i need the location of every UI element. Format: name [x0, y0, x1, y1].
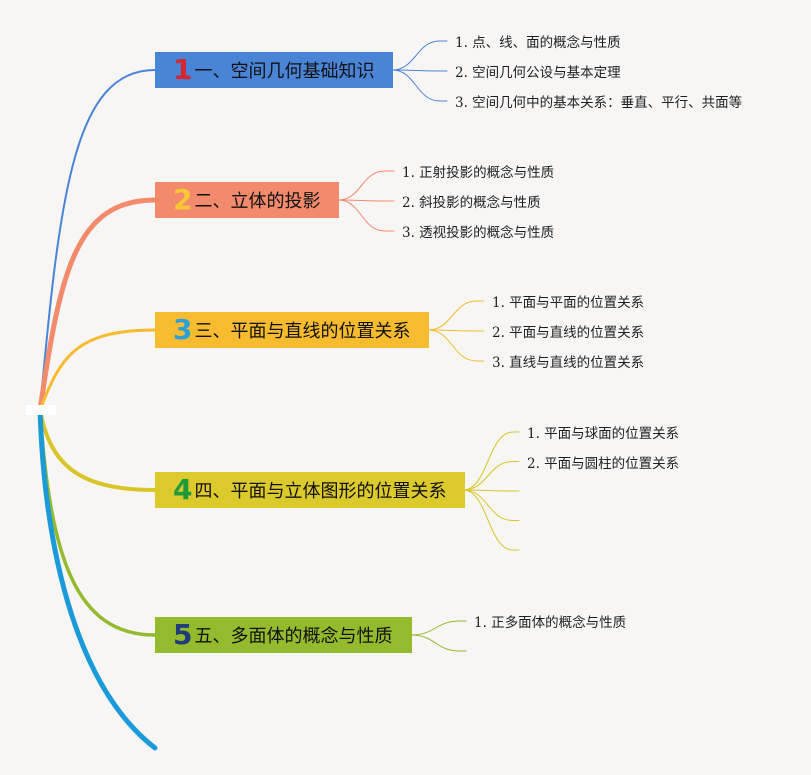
leaf-connector-2-1: [337, 170, 395, 201]
leaf-connector-5-2: [410, 634, 467, 652]
branch-label-2: 二、立体的投影: [194, 191, 321, 212]
leaf-connector-4-5: [462, 489, 520, 551]
leaf-3-2: 2. 平面与直线的位置关系: [492, 325, 645, 341]
branch-number-2: 2: [173, 183, 193, 216]
tail-curve: [37, 407, 158, 751]
branch-number-4: 4: [173, 473, 193, 506]
branch-label-5: 五、多面体的概念与性质: [194, 626, 393, 647]
leaf-3-3: 3. 直线与直线的位置关系: [492, 355, 645, 371]
leaf-2-1: 1. 正射投影的概念与性质: [402, 165, 555, 181]
leaf-connector-4-4: [462, 489, 520, 521]
leaf-connector-5-1: [410, 620, 467, 636]
branch-label-4: 四、平面与立体图形的位置关系: [194, 481, 447, 502]
leaf-connector-2-3: [337, 199, 395, 232]
branch-number-5: 5: [173, 618, 193, 651]
branch-curve-4: [38, 408, 157, 492]
leaf-connector-4-1: [462, 431, 520, 491]
branch-label-1: 一、空间几何基础知识: [194, 61, 375, 82]
branch-number-1: 1: [173, 53, 193, 86]
leaf-3-1: 1. 平面与平面的位置关系: [492, 295, 645, 311]
leaf-1-2: 2. 空间几何公设与基本定理: [455, 65, 621, 81]
branch-curve-2: [37, 197, 158, 413]
leaf-4-1: 1. 平面与球面的位置关系: [527, 426, 680, 442]
leaf-connector-3-3: [427, 329, 485, 362]
branch-curve-3: [38, 328, 157, 412]
leaf-connector-1-3: [391, 69, 448, 102]
branch-number-3: 3: [173, 313, 193, 346]
branch-label-3: 三、平面与直线的位置关系: [194, 321, 411, 342]
leaf-connector-4-3: [462, 489, 520, 492]
leaf-connector-3-1: [427, 300, 485, 331]
leaf-connector-2-2: [337, 199, 395, 202]
leaf-4-2: 2. 平面与圆柱的位置关系: [527, 455, 680, 472]
leaf-5-1: 1. 正多面体的概念与性质: [474, 615, 627, 631]
leaf-connector-1-1: [391, 40, 448, 71]
branch-curve-5: [38, 408, 157, 637]
leaf-connector-1-2: [391, 69, 448, 72]
leaf-2-2: 2. 斜投影的概念与性质: [402, 195, 541, 211]
branch-curve-1: [39, 69, 156, 411]
root-node: [26, 405, 56, 415]
leaf-connector-4-2: [462, 461, 520, 491]
leaf-connector-3-2: [427, 329, 485, 332]
leaf-2-3: 3. 透视投影的概念与性质: [402, 225, 555, 241]
leaf-1-1: 1. 点、线、面的概念与性质: [455, 35, 621, 51]
leaf-1-3: 3. 空间几何中的基本关系：垂直、平行、共面等: [455, 95, 743, 111]
